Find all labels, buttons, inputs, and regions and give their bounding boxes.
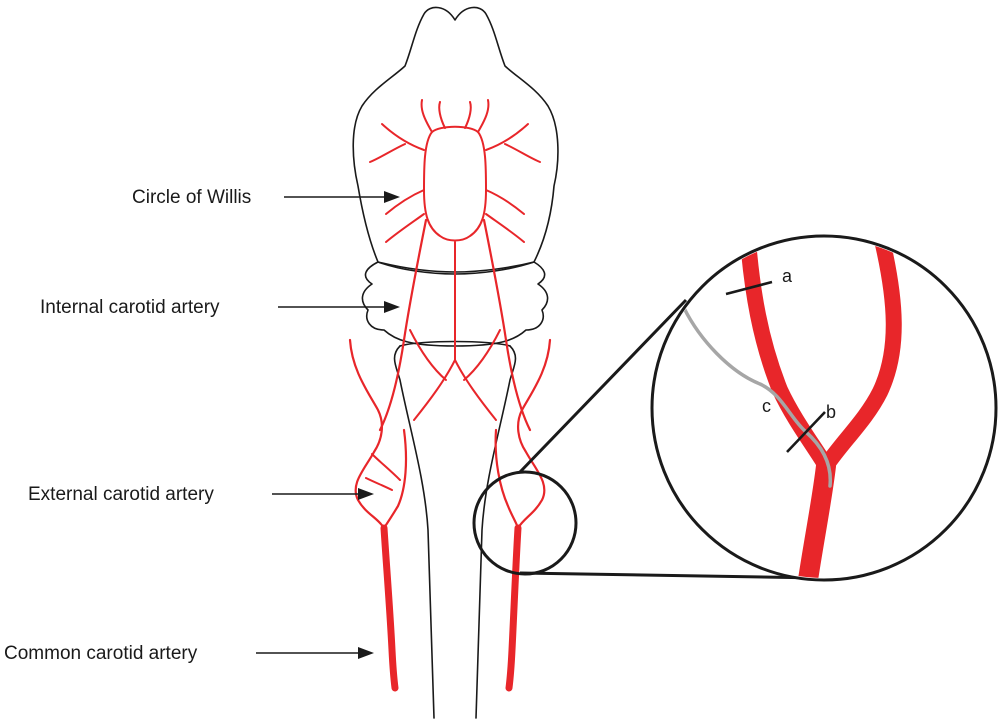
inset-label-c: c — [762, 396, 771, 416]
common-carotid-arteries — [384, 528, 518, 688]
arrowhead-common-carotid — [358, 647, 374, 659]
label-common-carotid: Common carotid artery — [4, 643, 374, 664]
right-external-carotid — [496, 340, 550, 528]
inset-label-b: b — [826, 402, 836, 422]
arrowhead-internal-carotid — [384, 301, 400, 313]
brain-outline — [353, 7, 558, 272]
inset-label-a: a — [782, 266, 793, 286]
label-internal-carotid: Internal carotid artery — [40, 297, 400, 318]
label-external-carotid: External carotid artery — [28, 484, 374, 505]
arrowhead-circle-of-willis — [384, 191, 400, 203]
medulla-outline — [395, 342, 516, 719]
magnified-inset — [652, 236, 996, 580]
label-circle-of-willis-text: Circle of Willis — [132, 187, 251, 208]
circle-of-willis-vessels — [370, 100, 540, 420]
label-internal-carotid-text: Internal carotid artery — [40, 297, 220, 318]
label-circle-of-willis: Circle of Willis — [132, 187, 400, 208]
label-common-carotid-text: Common carotid artery — [4, 643, 198, 664]
arrowhead-external-carotid — [358, 488, 374, 500]
magnifier-small-circle — [474, 472, 576, 574]
label-external-carotid-text: External carotid artery — [28, 484, 214, 505]
